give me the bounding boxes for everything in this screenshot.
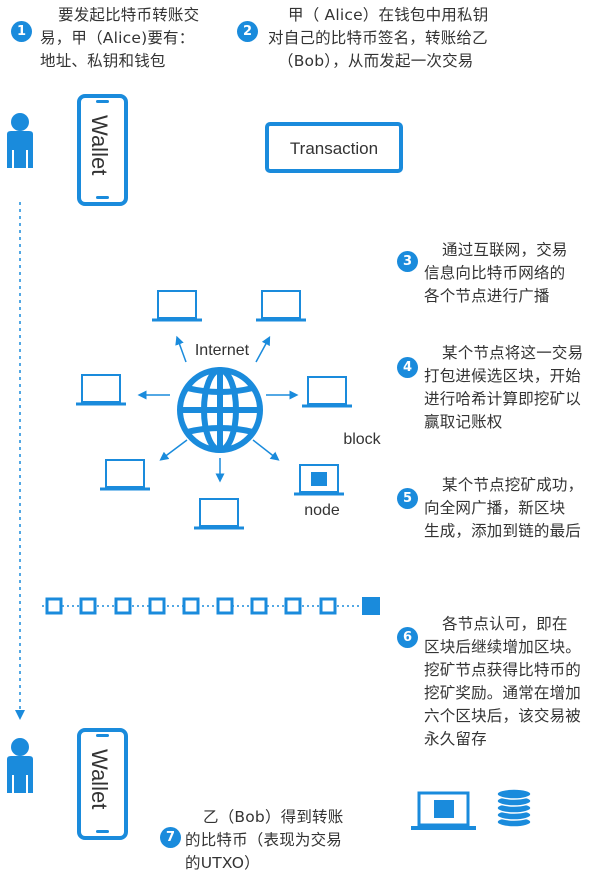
step-1-badge: 1: [11, 21, 32, 42]
blockchain: [42, 597, 380, 615]
node-laptop: [152, 290, 202, 322]
wallet-phone-bottom: Wallet: [77, 728, 128, 840]
node-laptop: [302, 376, 352, 408]
step-3-text: 通过互联网，交易 信息向比特币网络的 各个节点进行广播: [424, 241, 568, 305]
transaction-box: Transaction: [265, 122, 403, 173]
node-laptop: [76, 374, 126, 406]
node-laptop: [100, 459, 150, 491]
step-2-text: 甲（ Alice）在钱包中用私钥 对自己的比特币签名，转账给乙 （Bob），从而…: [268, 6, 489, 70]
step-1-text: 要发起比特币转账交 易，甲（Alice)要有： 地址、私钥和钱包: [40, 6, 200, 70]
wallet-label-top: Wallet: [87, 115, 112, 175]
mining-node-laptop: block node: [294, 431, 382, 519]
node-label: node: [304, 502, 340, 519]
broadcast-arrows: [137, 335, 299, 483]
step-5-badge: 5: [397, 488, 418, 509]
node-laptop: [256, 290, 306, 322]
wallet-label-bottom: Wallet: [87, 749, 112, 809]
internet-label: Internet: [195, 342, 250, 359]
receiver-laptop-icon: [411, 791, 476, 830]
step-7-badge: 7: [160, 827, 181, 848]
transaction-label: Transaction: [290, 139, 378, 158]
wallet-phone-top: Wallet: [77, 94, 128, 206]
step-6-text: 各节点认可，即在 区块后继续增加区块。 挖矿节点获得比特币的 挖矿奖励。通常在增…: [424, 615, 582, 748]
coin-stack-icon: [496, 788, 532, 828]
step-2-badge: 2: [237, 21, 258, 42]
step-3-badge: 3: [397, 251, 418, 272]
step-4-badge: 4: [397, 357, 418, 378]
flow-arrowhead: [15, 710, 25, 720]
person-icon-alice: [7, 113, 33, 168]
step-5-text: 某个节点挖矿成功， 向全网广播，新区块 生成，添加到链的最后: [424, 476, 584, 540]
step-6-badge: 6: [397, 627, 418, 648]
step-4-text: 某个节点将这一交易 打包进候选区块，开始 进行哈希计算即挖矿以 赢取记账权: [424, 344, 584, 431]
person-icon-bob: [7, 738, 33, 793]
node-laptop: [194, 498, 244, 530]
block-label: block: [343, 431, 381, 448]
globe-icon: [177, 367, 263, 453]
step-7-text: 乙（Bob）得到转账 的比特币（表现为交易 的UTXO）: [185, 808, 344, 872]
